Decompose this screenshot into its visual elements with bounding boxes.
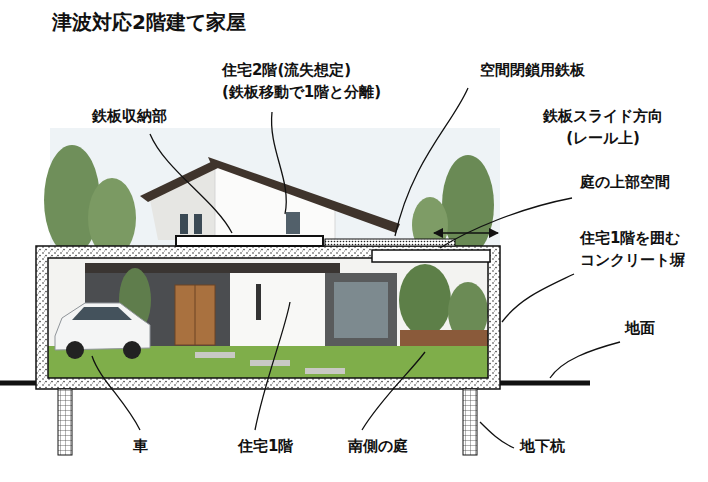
window xyxy=(286,212,300,234)
plate-storage xyxy=(176,236,323,246)
stepping-stone xyxy=(305,368,345,374)
callout-label: 南側の庭 xyxy=(348,436,408,458)
leader-line xyxy=(255,302,290,430)
callout-label: 住宅1階を囲む コンクリート塀 xyxy=(580,228,704,272)
wheel xyxy=(123,341,141,359)
callout-label: 地下杭 xyxy=(520,436,565,458)
leader-line xyxy=(150,134,232,233)
tree xyxy=(399,264,451,336)
callout-label: 住宅1階 xyxy=(238,436,293,458)
ground-line xyxy=(500,381,590,386)
lawn xyxy=(48,346,488,378)
wheel xyxy=(66,341,84,359)
leader-line xyxy=(395,88,468,236)
window xyxy=(256,284,261,320)
stepping-stone xyxy=(250,360,290,366)
callout-label: 車 xyxy=(133,436,148,458)
car-window xyxy=(72,307,132,320)
leader-line xyxy=(440,198,572,248)
pile xyxy=(58,389,72,455)
closing-plate xyxy=(325,239,455,246)
title: 津波対応2階建て家屋 xyxy=(52,8,246,37)
door xyxy=(175,285,215,345)
leader-line xyxy=(272,112,287,214)
callout-label: 鉄板スライド方向 (レール上) xyxy=(528,106,678,150)
roof xyxy=(208,157,400,233)
window xyxy=(334,282,388,338)
leader-line xyxy=(92,356,140,430)
deck xyxy=(400,330,488,348)
callout-label: 地面 xyxy=(625,318,655,340)
callout-label: 庭の上部空間 xyxy=(580,172,670,194)
first-floor-wall xyxy=(230,273,325,351)
callout-label: 空間閉鎖用鉄板 xyxy=(480,60,585,82)
leader-line xyxy=(362,352,425,430)
stepping-stone xyxy=(195,352,235,358)
ground-line xyxy=(0,381,36,386)
concrete-wall xyxy=(36,246,500,389)
window xyxy=(194,214,202,234)
pile xyxy=(463,389,477,455)
callout-label: 鉄板収納部 xyxy=(92,106,167,128)
first-floor-wall xyxy=(325,273,397,348)
leader-line xyxy=(502,274,574,322)
callout-label: 住宅2階(流失想定) (鉄板移動で1階と分離) xyxy=(222,60,422,104)
leader-line xyxy=(550,342,620,378)
garden-upper-space xyxy=(372,250,490,262)
window xyxy=(180,214,188,234)
door xyxy=(195,285,196,345)
first-floor-background xyxy=(48,258,488,378)
leader-line xyxy=(480,422,514,448)
eave xyxy=(85,263,340,273)
roof xyxy=(140,160,218,202)
